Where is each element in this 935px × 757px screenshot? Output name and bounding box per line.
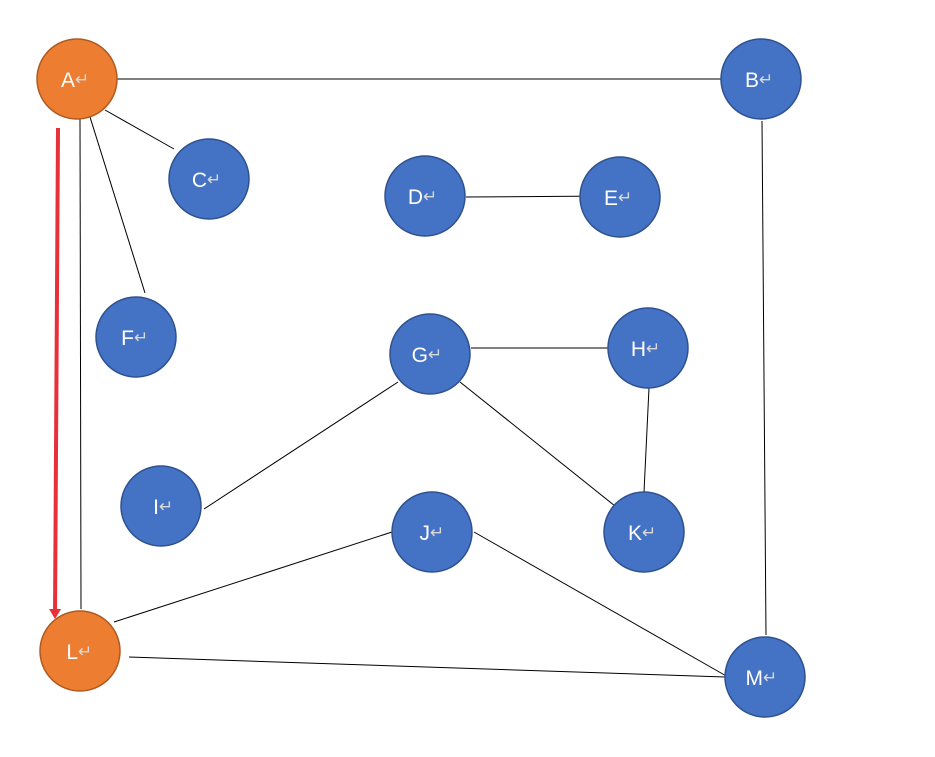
return-icon: ↵	[78, 642, 92, 662]
edge-a-l	[79, 116, 82, 610]
return-icon: ↵	[642, 523, 656, 543]
return-icon: ↵	[423, 187, 437, 207]
node-label: L	[66, 641, 78, 664]
node-i: I↵	[120, 465, 202, 547]
edges-layer	[79, 78, 767, 678]
node-circle	[120, 465, 202, 547]
node-label: M	[746, 667, 764, 690]
node-circle	[95, 296, 177, 378]
return-icon: ↵	[134, 328, 148, 348]
edge-a-c	[104, 109, 175, 150]
node-label: E	[604, 187, 618, 210]
node-l: L↵	[39, 610, 121, 692]
edge-g-i	[203, 381, 399, 510]
node-label: K	[628, 522, 642, 545]
node-g: G↵	[389, 313, 471, 395]
return-icon: ↵	[618, 188, 632, 208]
node-j: J↵	[391, 491, 473, 573]
edge-a-f	[89, 116, 146, 294]
return-icon: ↵	[159, 497, 173, 517]
node-d: D↵	[384, 155, 466, 237]
node-label: F	[121, 327, 134, 350]
node-circle	[36, 38, 118, 120]
return-icon: ↵	[75, 70, 89, 90]
node-circle	[391, 491, 473, 573]
node-label: A	[61, 69, 75, 92]
node-label: D	[408, 186, 423, 209]
node-label: H	[631, 338, 646, 361]
return-icon: ↵	[428, 345, 442, 365]
return-icon: ↵	[430, 523, 444, 543]
return-icon: ↵	[759, 70, 773, 90]
node-circle	[607, 307, 689, 389]
return-icon: ↵	[646, 339, 660, 359]
node-circle	[603, 491, 685, 573]
edge-g-k	[459, 381, 621, 511]
node-e: E↵	[579, 156, 661, 238]
return-icon: ↵	[207, 170, 221, 190]
node-circle	[389, 313, 471, 395]
node-label: G	[412, 344, 428, 367]
node-f: F↵	[95, 296, 177, 378]
node-circle	[39, 610, 121, 692]
node-label: C	[192, 169, 207, 192]
node-label: B	[745, 69, 759, 92]
node-c: C↵	[168, 138, 250, 220]
node-circle	[724, 636, 806, 718]
node-circle	[720, 38, 802, 120]
edge-j-m	[473, 531, 729, 678]
edge-h-k	[643, 387, 650, 493]
node-m: M↵	[724, 636, 806, 718]
node-a: A↵	[36, 38, 118, 120]
return-icon: ↵	[763, 668, 777, 688]
node-circle	[168, 138, 250, 220]
node-k: K↵	[603, 491, 685, 573]
node-label: J	[420, 522, 431, 545]
edge-j-l	[113, 531, 393, 623]
node-circle	[579, 156, 661, 238]
edge-b-m	[761, 120, 767, 636]
path-arrow-a-l	[49, 127, 62, 619]
edge-l-m	[128, 656, 726, 678]
node-label: I	[153, 496, 159, 519]
node-h: H↵	[607, 307, 689, 389]
node-circle	[384, 155, 466, 237]
node-b: B↵	[720, 38, 802, 120]
nodes-layer: A↵B↵C↵D↵E↵F↵G↵H↵I↵J↵K↵L↵M↵	[36, 38, 806, 718]
arrows-layer	[49, 127, 62, 619]
